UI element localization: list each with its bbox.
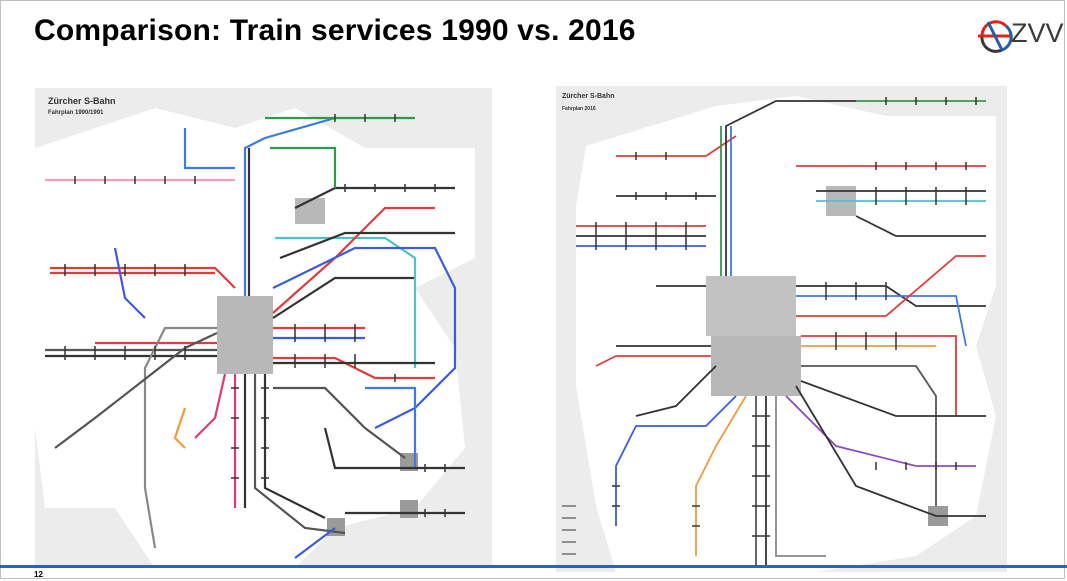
- map-1990: Zürcher S-Bahn Fahrplan 1990/1991: [35, 88, 492, 568]
- network-map-1990: [35, 108, 475, 568]
- map-1990-title: Zürcher S-Bahn Fahrplan 1990/1991: [48, 96, 116, 116]
- network-map-2016: [562, 96, 996, 572]
- logo-text: ZVV: [1011, 18, 1064, 48]
- zvv-logo-icon: [978, 20, 1013, 53]
- map-2016-title: Zürcher S-Bahn Fahrplan 2016: [562, 93, 615, 112]
- slide-title: Comparison: Train services 1990 vs. 2016: [34, 14, 636, 47]
- footer-divider: [0, 565, 1067, 568]
- page-number: 12: [34, 570, 43, 579]
- map-2016: Zürcher S-Bahn Fahrplan 2016: [556, 86, 1007, 572]
